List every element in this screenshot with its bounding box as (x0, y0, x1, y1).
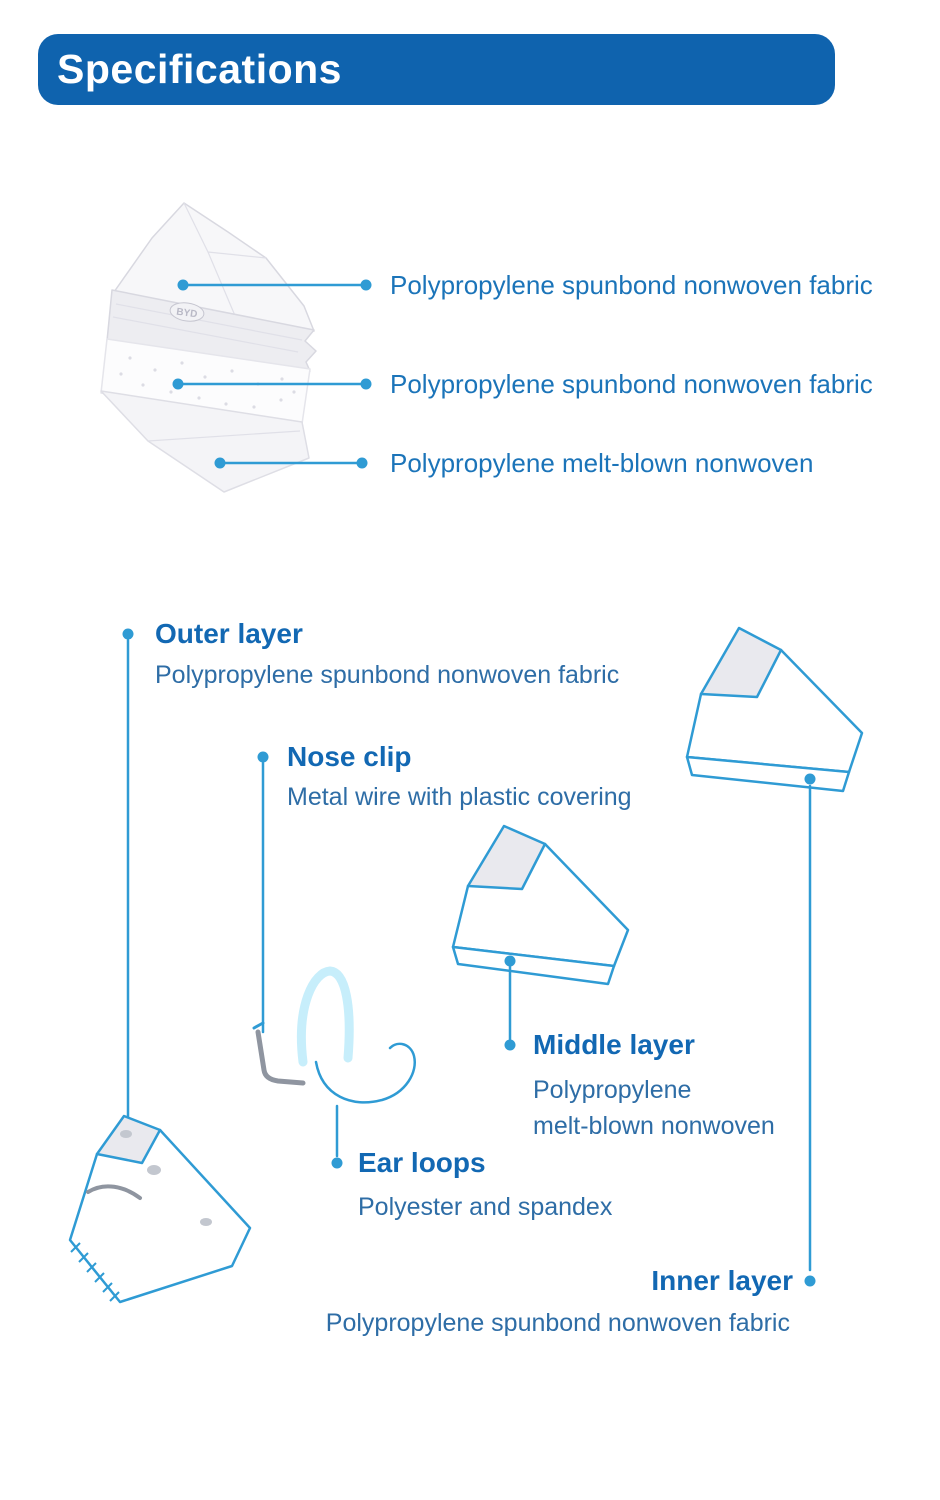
mask-middle-illustration (451, 824, 630, 986)
inner-layer-heading: Inner layer (651, 1265, 793, 1296)
fleece-speckles (119, 356, 296, 409)
callout-label-inner-fabric: Polypropylene spunbond nonwoven fabric (390, 369, 873, 399)
inner-layer-description: Polypropylene spunbond nonwoven fabric (325, 1309, 790, 1337)
callout-dot (360, 378, 372, 390)
callout-dot (172, 378, 184, 390)
inner-layer-connector (804, 773, 816, 1287)
callout-lines (172, 279, 372, 469)
nose-clip-heading: Nose clip (287, 741, 412, 772)
nose-clip-description: Metal wire with plastic covering (287, 783, 632, 811)
nose-clip-illustration (252, 1021, 306, 1086)
byd-logo: BYD (176, 307, 198, 321)
middle-layer-heading: Middle layer (533, 1029, 695, 1060)
header-banner: Specifications (38, 34, 835, 105)
ear-loop-illustration (296, 966, 416, 1104)
middle-layer-description: Polypropylene melt-blown nonwoven (533, 1076, 775, 1140)
ear-loops-connector (331, 1104, 343, 1169)
middle-layer-connector (504, 955, 516, 1051)
callout-label-outer-fabric: Polypropylene spunbond nonwoven fabric (390, 270, 873, 300)
callout-dot (360, 279, 372, 291)
page-title: Specifications (57, 46, 342, 92)
mask-edge-hatching (70, 1242, 120, 1302)
ear-loops-description: Polyester and spandex (358, 1193, 613, 1221)
mask-layers-illustration: BYD (100, 202, 317, 493)
callout-dot (177, 279, 189, 291)
callout-label-meltblown: Polypropylene melt-blown nonwoven (390, 448, 814, 478)
ear-loops-heading: Ear loops (358, 1147, 486, 1178)
mask-top-right-illustration (685, 626, 864, 793)
outer-layer-heading: Outer layer (155, 618, 303, 649)
nose-clip-connector (257, 751, 269, 1034)
callout-dot (214, 457, 226, 469)
mask-bottom-left-illustration (68, 1114, 252, 1304)
outer-layer-description: Polypropylene spunbond nonwoven fabric (155, 661, 620, 689)
callout-dot (356, 457, 368, 469)
outer-layer-connector (122, 628, 134, 1124)
